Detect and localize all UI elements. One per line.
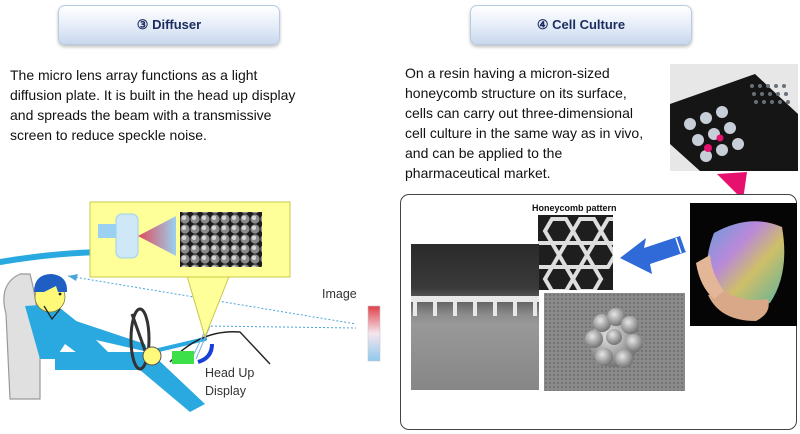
driver-eye	[58, 292, 62, 296]
pink-down-arrow	[717, 172, 747, 200]
diffuser-lens-block	[115, 213, 139, 259]
honeycomb-closeup-photo	[538, 215, 613, 290]
hud-label-line-2: Display	[205, 384, 246, 398]
virtual-image-bar	[367, 305, 381, 362]
driver-legs	[55, 352, 205, 412]
sem-cross-section-photo	[411, 244, 539, 390]
diffuser-description: The micro lens array functions as a ligh…	[10, 65, 370, 145]
honeycomb-closeup-drawing	[538, 215, 613, 290]
cell-spheroid-photo	[544, 293, 685, 391]
cell-line-3: cells can carry out three-dimensional	[405, 105, 633, 121]
flexible-film-photo	[690, 203, 797, 326]
diffuser-line-3: and spreads the beam with a transmissive	[10, 107, 272, 123]
diffuser-line-2: diffusion plate. It is built in the head…	[10, 87, 296, 103]
hud-mirror	[197, 343, 214, 364]
blue-left-arrow	[620, 233, 692, 274]
diffuser-title-badge: ③ Diffuser	[58, 5, 280, 45]
cell-culture-description: On a resin having a micron-sized honeyco…	[405, 63, 675, 183]
cell-line-5: and can be applied to the	[405, 145, 563, 161]
reflect-line	[206, 325, 357, 329]
hud-label-line-1: Head Up	[205, 366, 255, 380]
cell-line-2: honeycomb structure on its surface,	[405, 85, 627, 101]
microlens-array-image	[180, 212, 262, 267]
well-plate-photo	[670, 64, 798, 171]
diffuser-title: ③ Diffuser	[136, 17, 202, 32]
cell-line-6: pharmaceutical market.	[405, 165, 551, 181]
hud-car-illustration	[0, 201, 381, 412]
cell-spheroid-drawing	[544, 293, 685, 391]
cell-culture-title-badge: ④ Cell Culture	[470, 5, 692, 45]
well-plate-drawing	[670, 64, 798, 171]
image-label: Image	[322, 287, 357, 301]
flexible-film-drawing	[690, 203, 797, 326]
driver-hand	[142, 346, 162, 366]
diffuser-beam	[138, 216, 176, 256]
callout-pointer	[184, 268, 233, 339]
driver-arm	[70, 319, 148, 352]
diffuser-line-4: screen to reduce speckle noise.	[10, 127, 207, 143]
cell-line-1: On a resin having a micron-sized	[405, 65, 610, 81]
hud-unit	[172, 351, 194, 364]
cell-line-4: cell culture in the same way as in vivo,	[405, 125, 644, 141]
diffuser-line-1: The micro lens array functions as a ligh…	[10, 67, 258, 83]
driver-helmet	[34, 274, 68, 292]
honeycomb-pattern-label: Honeycomb pattern	[532, 203, 617, 213]
sem-cross-section-drawing	[411, 244, 539, 390]
cell-culture-title: ④ Cell Culture	[536, 17, 626, 32]
steering-wheel	[129, 307, 151, 371]
driver-neck	[43, 305, 61, 321]
sight-arrowhead	[68, 274, 78, 281]
